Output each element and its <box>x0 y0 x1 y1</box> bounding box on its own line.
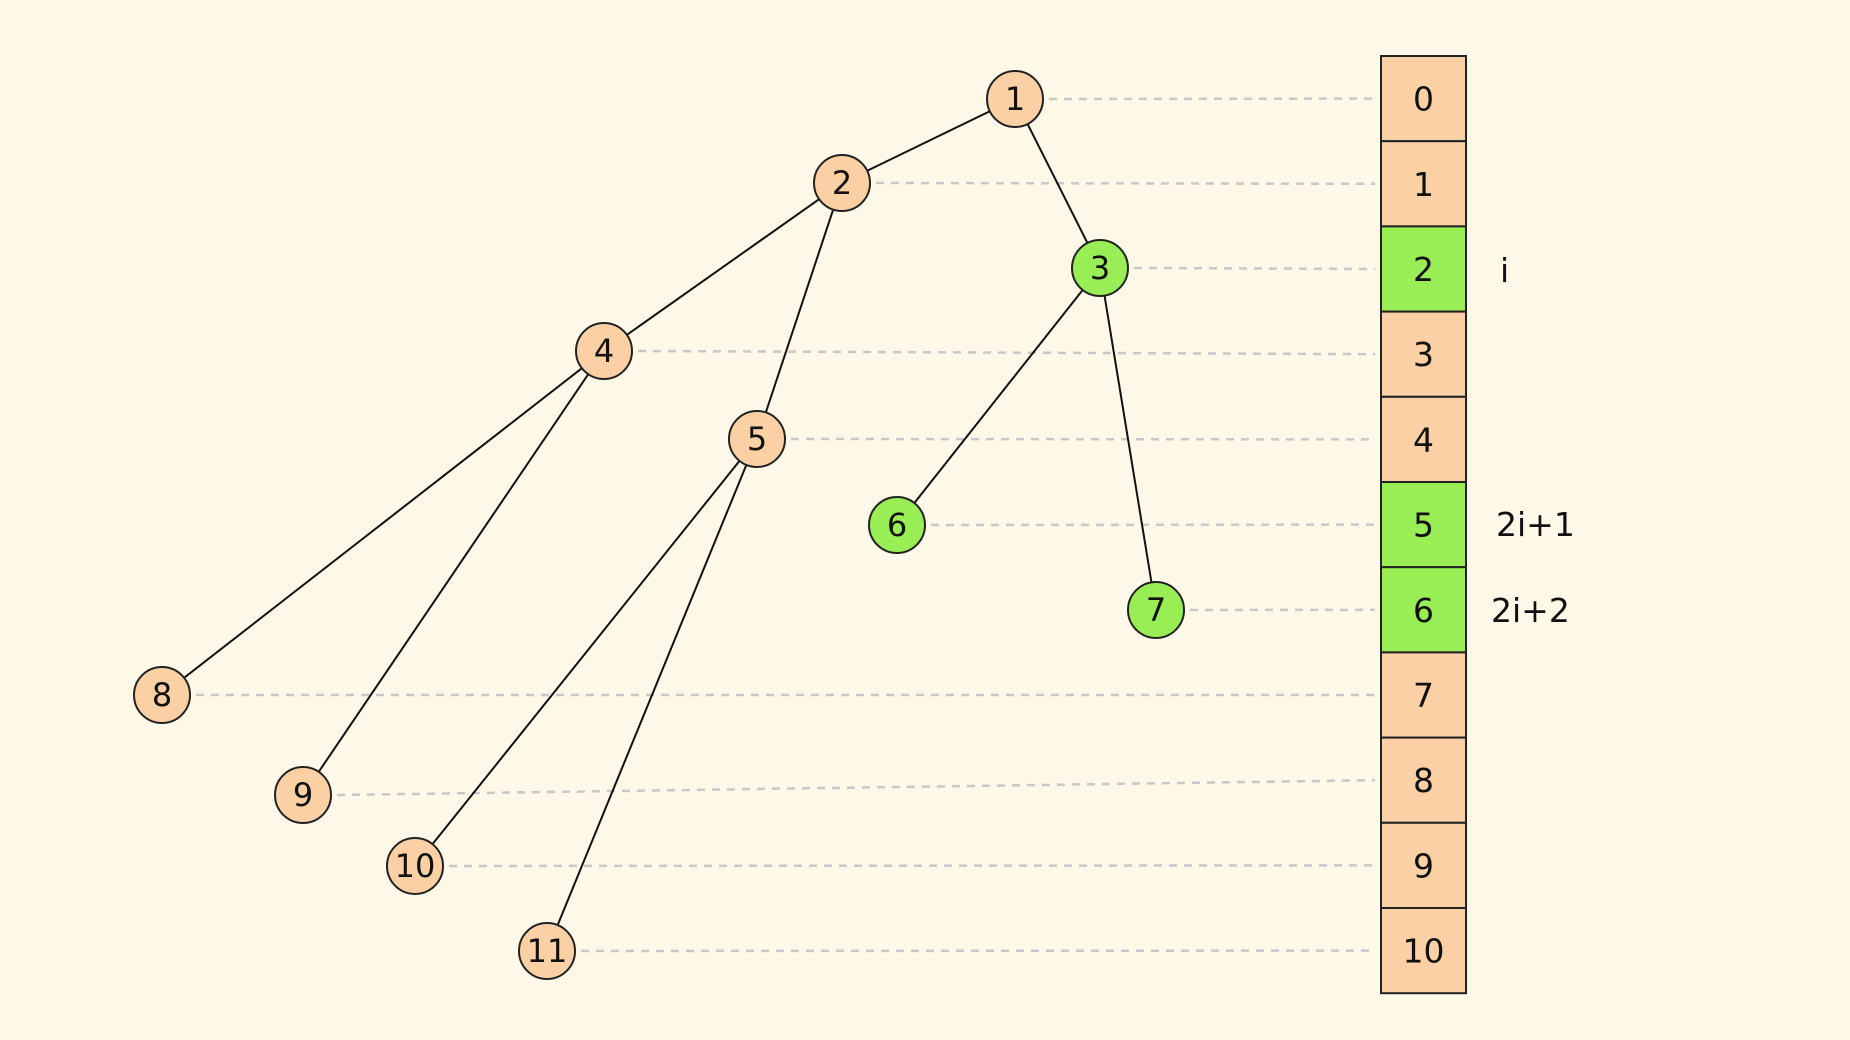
array-cell-box <box>1380 140 1467 228</box>
tree-node: 10 <box>386 837 444 895</box>
tree-edge <box>913 289 1084 504</box>
array-cell-label: 4 <box>1413 420 1434 459</box>
tree-nodes: 1 2 3 4 5 6 7 8 9 10 11 <box>133 70 1185 980</box>
array-cell: 10 <box>1380 907 1467 995</box>
tree-node-label: 5 <box>747 420 767 458</box>
tree-node-circle <box>813 154 871 212</box>
array-cell-label: 3 <box>1413 335 1434 374</box>
array-cell-label: 9 <box>1413 846 1434 885</box>
tree-node-circle <box>986 70 1044 128</box>
array-cell-label: 5 <box>1413 506 1434 545</box>
array-cell-box <box>1380 225 1467 313</box>
tree-edge <box>556 464 748 926</box>
tree-node-label: 10 <box>395 847 436 885</box>
tree-node: 1 <box>986 70 1044 128</box>
array-cell: 4 <box>1380 395 1467 483</box>
tree-edge <box>1026 123 1089 244</box>
tree-node: 9 <box>274 766 332 824</box>
tree-node-label: 11 <box>527 932 568 970</box>
tree-edge <box>626 198 820 336</box>
tree-node: 8 <box>133 666 191 724</box>
guide-line <box>448 864 1376 868</box>
tree-edge <box>1103 295 1153 583</box>
tree-node: 6 <box>868 496 926 554</box>
tree-node-circle <box>575 322 633 380</box>
tree-node-label: 6 <box>887 506 907 544</box>
tree-node-label: 8 <box>152 676 172 714</box>
formula-parent-index: i <box>1500 251 1509 290</box>
array-cell: 5 <box>1380 481 1467 569</box>
tree-node: 5 <box>728 410 786 468</box>
array-cells: 0 1 2 3 4 5 6 7 8 9 10 <box>1380 55 1467 995</box>
array-cell-box <box>1380 651 1467 739</box>
array-cell: 0 <box>1380 55 1467 143</box>
tree-node-circle <box>1071 239 1129 297</box>
array-cell-box <box>1380 821 1467 909</box>
array-cell: 1 <box>1380 140 1467 228</box>
array-cell: 9 <box>1380 821 1467 909</box>
tree-node-label: 9 <box>293 776 313 814</box>
tree-node-circle <box>1127 581 1185 639</box>
index-formulas: i 2i+1 2i+2 <box>1491 251 1575 630</box>
tree-node: 7 <box>1127 581 1185 639</box>
tree-node-circle <box>518 922 576 980</box>
tree-edge <box>317 373 590 773</box>
tree-edges <box>183 110 1153 926</box>
tree-node: 11 <box>518 922 576 980</box>
array-cell-label: 0 <box>1413 80 1434 119</box>
tree-edge <box>764 209 835 413</box>
guide-line <box>637 349 1376 356</box>
tree-node-circle <box>728 410 786 468</box>
array-cell: 3 <box>1380 310 1467 398</box>
formula-left-child-index: 2i+1 <box>1496 505 1575 544</box>
array-cell-box <box>1380 395 1467 483</box>
array-cell-label: 10 <box>1403 932 1445 971</box>
tree-node-circle <box>274 766 332 824</box>
tree-node-label: 7 <box>1146 591 1166 629</box>
tree-edge <box>431 460 741 845</box>
dashed-guide-lines <box>196 97 1376 953</box>
formula-right-child-index: 2i+2 <box>1491 591 1570 630</box>
tree-node-circle <box>868 496 926 554</box>
tree-edge <box>183 367 583 679</box>
guide-line <box>1133 266 1376 271</box>
tree-node-label: 3 <box>1090 249 1110 287</box>
array-cell: 7 <box>1380 651 1467 739</box>
tree-node: 4 <box>575 322 633 380</box>
array-cell-box <box>1380 907 1467 995</box>
array-cell-box <box>1380 310 1467 398</box>
tree-node-label: 4 <box>594 332 614 370</box>
tree-node-circle <box>133 666 191 724</box>
array-cell-label: 8 <box>1413 761 1434 800</box>
tree-node: 2 <box>813 154 871 212</box>
array-cell-label: 1 <box>1413 165 1434 204</box>
array-cell-label: 7 <box>1413 676 1434 715</box>
array-cell: 6 <box>1380 566 1467 654</box>
array-cell-label: 6 <box>1413 591 1434 630</box>
tree-node-label: 2 <box>832 164 852 202</box>
tree-node-circle <box>386 837 444 895</box>
tree-edge <box>866 110 991 172</box>
array-cell-box <box>1380 566 1467 654</box>
tree-node: 3 <box>1071 239 1129 297</box>
array-cell: 8 <box>1380 736 1467 824</box>
array-cell-label: 2 <box>1413 250 1434 289</box>
tree-node-label: 1 <box>1005 80 1025 118</box>
array-cell: 2 <box>1380 225 1467 313</box>
